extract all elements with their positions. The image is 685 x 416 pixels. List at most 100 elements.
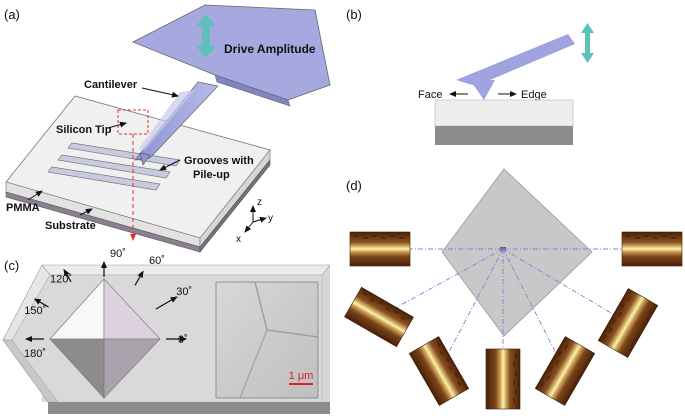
- side-drive-arrow-icon: [581, 23, 594, 63]
- afm-noise-speck: [445, 357, 450, 363]
- afm-noise-speck: [381, 237, 386, 239]
- afm-noise-speck: [400, 316, 406, 321]
- afm-noise-speck: [378, 300, 384, 306]
- angle-label-30: 30˚: [176, 286, 192, 298]
- afm-noise-speck: [618, 311, 623, 318]
- angle-arrow-60: [134, 270, 144, 286]
- tip-highlight-box: [117, 109, 149, 135]
- afm-noise-speck: [457, 381, 462, 387]
- scan-line-5: [378, 248, 504, 318]
- afm-image-2: [534, 336, 596, 406]
- holder-edge: [214, 74, 291, 107]
- face-label: Face: [418, 89, 442, 101]
- cantilever-highlight: [138, 90, 195, 150]
- silicon-tip: [139, 152, 151, 166]
- grooves-label-line1: Grooves with: [184, 155, 254, 167]
- pyramid-face-lower-right: [103, 338, 161, 399]
- afm-noise-speck: [548, 366, 554, 372]
- scan-line-4: [438, 248, 504, 372]
- afm-noise-speck: [362, 291, 368, 297]
- afm-noise-speck: [363, 237, 368, 239]
- afm-noise-speck: [609, 327, 614, 333]
- angle-arrow-150: [33, 298, 49, 308]
- panel-c-label: (c): [4, 258, 19, 273]
- afm-image-fill: [485, 348, 521, 410]
- drive-arrow-icon: [196, 14, 216, 58]
- afm-noise-speck: [454, 372, 459, 378]
- afm-image-fill: [597, 288, 659, 358]
- sem-image: [215, 281, 319, 399]
- afm-image-4: [408, 336, 470, 406]
- angle-label-90: 90˚: [110, 248, 126, 260]
- afm-noise-speck: [662, 235, 667, 237]
- z-axis-label: z: [257, 197, 262, 208]
- afm-noise-speck: [557, 351, 563, 357]
- afm-noise-speck: [513, 380, 515, 385]
- afm-noise-speck: [515, 389, 517, 394]
- y-axis-label: y: [268, 213, 273, 224]
- afm-noise-speck: [539, 382, 545, 388]
- afm-image-3: [485, 348, 521, 410]
- angle-arrow-30: [155, 296, 178, 310]
- afm-noise-speck: [448, 365, 453, 372]
- afm-image-fill: [344, 286, 414, 348]
- afm-noise-speck: [439, 350, 444, 356]
- side-view-pmma-layer: [434, 99, 574, 127]
- afm-noise-speck: [372, 235, 377, 237]
- panel-d-label: (d): [346, 178, 362, 193]
- afm-noise-speck: [384, 307, 391, 312]
- afm-noise-speck: [564, 344, 569, 350]
- panel-b: (b) Face Edge: [346, 7, 594, 145]
- afm-noise-speck: [354, 235, 359, 237]
- afm-noise-speck: [635, 237, 640, 239]
- edge-label: Edge: [521, 89, 547, 101]
- afm-noise-speck: [369, 298, 375, 303]
- afm-noise-speck: [546, 375, 551, 381]
- afm-tiles: [344, 231, 683, 410]
- afm-image-5: [344, 286, 414, 348]
- side-view-substrate-layer: [435, 126, 573, 145]
- cantilever-pointer: [141, 87, 179, 98]
- afm-image-fill: [534, 336, 596, 406]
- substrate-side-face: [199, 159, 271, 253]
- afm-noise-speck: [513, 362, 515, 367]
- afm-noise-speck: [515, 353, 517, 358]
- angle-arrows: 0˚30˚60˚90˚120˚150˚180˚: [24, 248, 192, 360]
- side-view-cantilever: [456, 34, 575, 86]
- side-view-tip: [470, 80, 495, 100]
- scan-lines: [378, 248, 652, 379]
- grooves-pointer: [159, 159, 181, 171]
- pmma-label: PMMA: [6, 202, 40, 214]
- afm-noise-speck: [515, 371, 517, 376]
- afm-noise-speck: [671, 237, 676, 239]
- panel-a-label: (a): [4, 7, 20, 22]
- angle-label-180: 180˚: [24, 348, 46, 360]
- afm-image-fill: [408, 336, 470, 406]
- slab-substrate: [48, 402, 330, 414]
- scan-line-2: [502, 248, 566, 372]
- panel-a: (a) Drive Amplitude: [4, 4, 331, 253]
- afm-noise-speck: [390, 235, 395, 237]
- groove-2: [57, 154, 171, 179]
- afm-noise-speck: [644, 235, 649, 237]
- afm-noise-speck: [555, 359, 560, 366]
- afm-noise-speck: [513, 398, 515, 403]
- panel-b-label: (b): [346, 7, 362, 22]
- y-axis-arrow: [252, 216, 267, 223]
- afm-noise-speck: [627, 296, 632, 302]
- sample-block: [5, 95, 271, 253]
- angle-label-150: 150˚: [24, 305, 46, 317]
- afm-noise-speck: [393, 309, 399, 315]
- pmma-pointer: [27, 190, 43, 201]
- scale-bar-label: 1 μm: [289, 370, 314, 382]
- indent-footprint: [441, 168, 593, 337]
- coordinate-axes: z y x: [236, 197, 273, 245]
- afm-noise-speck: [626, 235, 631, 237]
- afm-noise-speck: [602, 334, 608, 340]
- cantilever-label: Cantilever: [84, 79, 138, 91]
- sem-ridge-lower: [239, 329, 268, 399]
- grooves-label-line2: Pile-up: [193, 169, 230, 181]
- afm-noise-speck: [611, 318, 617, 324]
- sem-inset: 1 μm: [215, 281, 319, 399]
